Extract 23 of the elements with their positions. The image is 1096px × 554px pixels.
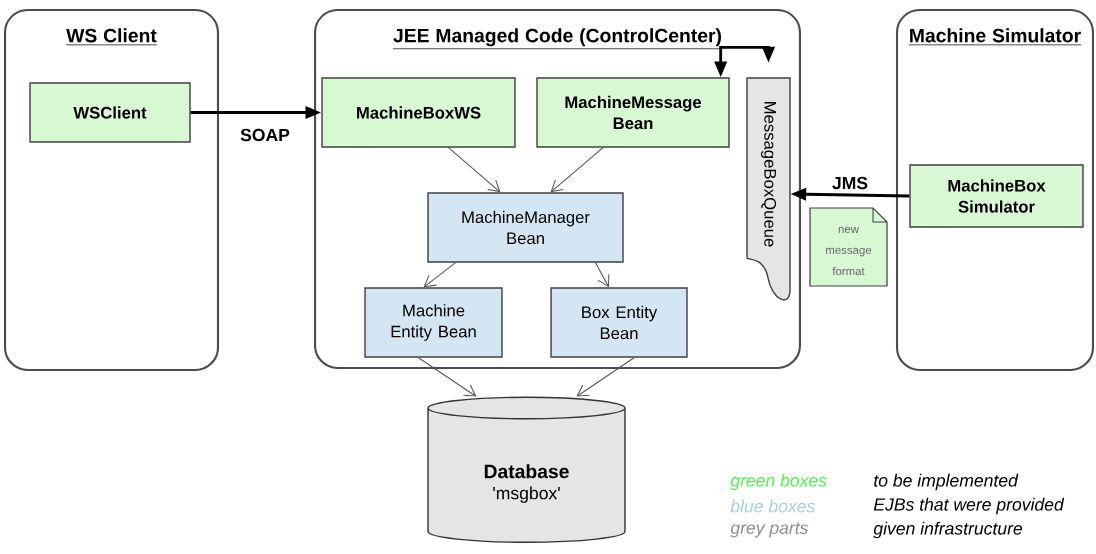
arrow xyxy=(576,357,635,397)
component-box: MachineManager Bean xyxy=(427,192,624,263)
arrow xyxy=(550,147,604,193)
legend-key: green boxes xyxy=(730,473,827,491)
database-cylinder: Database 'msgbox' xyxy=(427,396,626,543)
arrow xyxy=(594,262,610,288)
arrow xyxy=(418,357,477,397)
component-box: Box Entity Bean xyxy=(550,287,688,358)
legend-text: to be implemented xyxy=(874,473,1019,491)
legend-text: given infrastructure xyxy=(873,521,1023,539)
legend-text: EJBs that were provided xyxy=(873,497,1065,515)
edge-label: JMS xyxy=(832,176,868,190)
component-box: WSClient xyxy=(29,82,191,143)
edge-label: SOAP xyxy=(240,128,290,142)
component-box: MachineMessage Bean xyxy=(536,77,730,148)
component-box: MachineBoxWS xyxy=(321,77,516,148)
note-document: new message format xyxy=(809,207,888,287)
legend-key: blue boxes xyxy=(730,499,815,513)
component-box: Machine Entity Bean xyxy=(364,287,503,358)
component-box: MachineBox Simulator xyxy=(909,164,1084,228)
arrow xyxy=(423,262,457,288)
legend-key: grey parts xyxy=(730,522,809,538)
arrow xyxy=(447,147,501,193)
